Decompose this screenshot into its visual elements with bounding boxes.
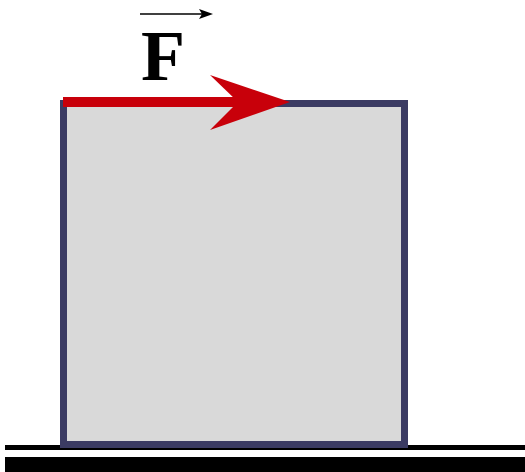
force-arrow-head [210,75,290,130]
force-symbol: F [141,16,185,96]
ground-line-bottom [5,457,525,472]
force-arrow [63,75,290,130]
vector-overline-arrowhead [199,9,213,19]
force-vector-label: F [140,9,213,96]
force-arrow-shaft [63,97,253,107]
block [60,100,408,448]
